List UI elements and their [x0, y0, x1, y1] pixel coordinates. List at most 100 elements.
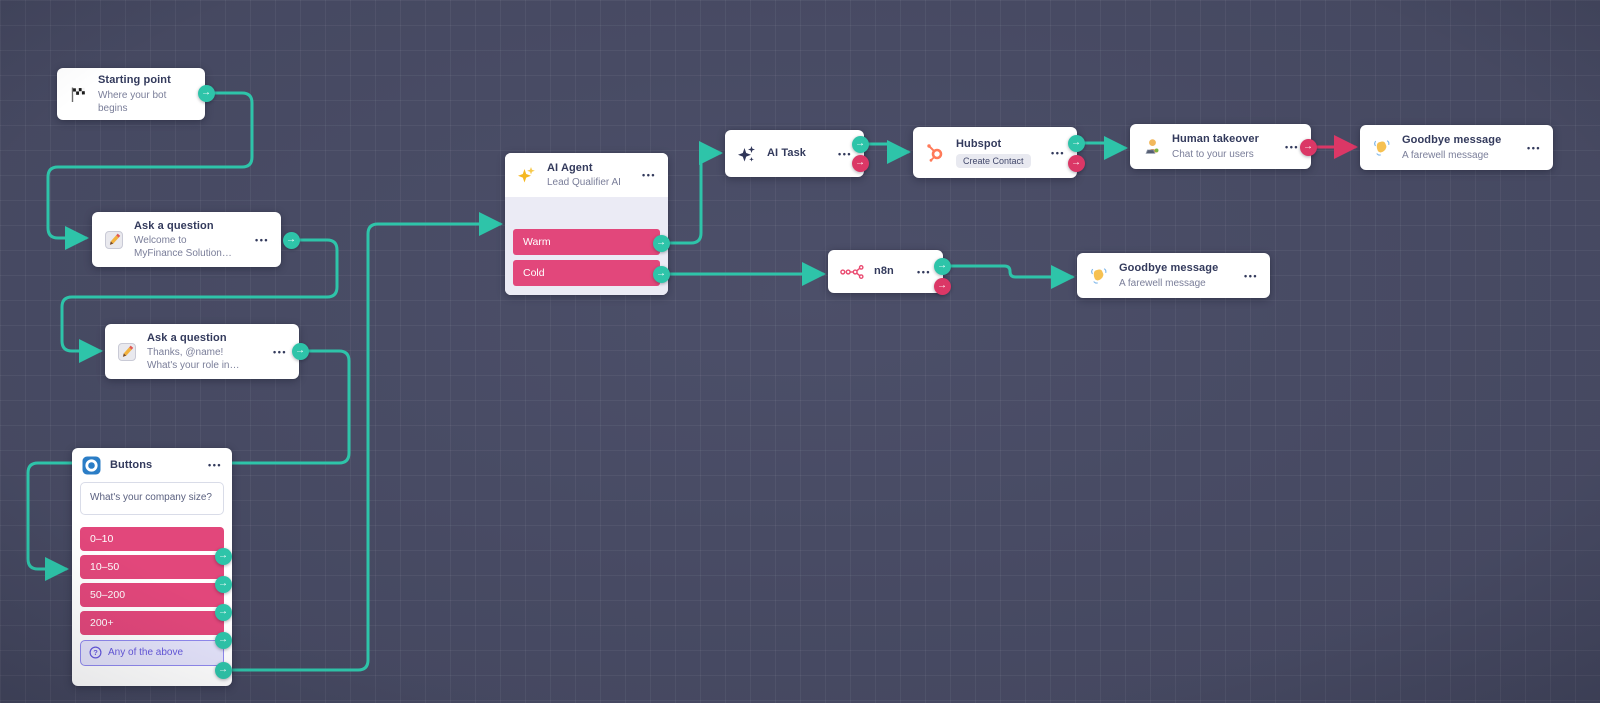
node-menu-button[interactable]: ••• [838, 148, 852, 159]
agent-output-row[interactable]: Warm [513, 229, 660, 256]
node-menu-button[interactable]: ••• [1244, 270, 1258, 281]
node-content: Goodbye message A farewell message ••• [1077, 253, 1270, 298]
node-header: Buttons ••• [80, 448, 224, 482]
choice-list: 0–10 10–50 50–200 200+ [80, 526, 224, 635]
node-menu-button[interactable]: ••• [255, 234, 269, 245]
output-port[interactable]: → [214, 661, 232, 679]
output-port[interactable]: → [214, 603, 232, 621]
choice-button[interactable]: 50–200 [80, 582, 224, 607]
output-port[interactable]: → [1067, 154, 1085, 172]
node-title: Ask a question [134, 219, 214, 232]
output-port[interactable]: → [1067, 134, 1085, 152]
n8n-icon [840, 264, 864, 280]
output-port[interactable]: → [851, 135, 869, 153]
node-menu-button[interactable]: ••• [273, 346, 287, 357]
output-port[interactable]: → [214, 547, 232, 565]
node-goodbye2[interactable]: Goodbye message A farewell message ••• [1077, 253, 1270, 298]
sparkles-icon [517, 165, 537, 185]
node-subtitle: Where your bot begins [98, 89, 167, 114]
node-content: n8n ••• [828, 250, 943, 293]
node-title: Starting point [98, 74, 171, 87]
node-menu-button[interactable]: ••• [642, 170, 656, 181]
goodbye-icon [1372, 138, 1392, 158]
output-port[interactable]: → [214, 631, 232, 649]
choice-button[interactable]: 10–50 [80, 554, 224, 579]
output-port[interactable]: → [214, 575, 232, 593]
node-subtitle: Chat to your users [1172, 148, 1254, 160]
node-menu-button[interactable]: ••• [1051, 147, 1065, 158]
choice-button[interactable]: 200+ [80, 610, 224, 635]
output-port[interactable]: → [933, 277, 951, 295]
action-badge: Create Contact [956, 154, 1031, 169]
memo-icon [104, 230, 124, 250]
node-buttons[interactable]: Buttons ••• What's your company size? 0–10 1… [72, 448, 232, 686]
node-n8n[interactable]: n8n ••• [828, 250, 943, 293]
node-title: Human takeover [1172, 133, 1259, 146]
output-port[interactable]: → [652, 265, 670, 283]
node-text: n8n [874, 264, 894, 278]
node-ai_task[interactable]: AI Task ••• [725, 130, 864, 177]
node-subtitle: Thanks, @name! What's your role in… [147, 347, 240, 372]
choice-button[interactable]: 0–10 [80, 526, 224, 551]
output-port[interactable]: → [197, 84, 215, 102]
output-port[interactable]: → [291, 342, 309, 360]
any-button-label: Any of the above [108, 647, 184, 658]
node-subtitle: A farewell message [1119, 277, 1206, 289]
output-port[interactable]: → [851, 154, 869, 172]
human-icon [1142, 137, 1162, 157]
output-port[interactable]: → [282, 231, 300, 249]
node-menu-button[interactable]: ••• [208, 460, 222, 470]
output-port[interactable]: → [1299, 138, 1317, 156]
flag-icon [69, 85, 88, 104]
node-content: AI Task ••• [725, 130, 864, 177]
output-port[interactable]: → [652, 234, 670, 252]
buttons-icon [82, 456, 101, 475]
node-title: Ask a question [147, 331, 227, 344]
node-title: n8n [874, 265, 894, 278]
node-menu-button[interactable]: ••• [1527, 142, 1541, 153]
output-port[interactable]: → [933, 257, 951, 275]
any-of-the-above-button[interactable]: ? Any of the above [80, 639, 224, 666]
node-text: AI Task [767, 146, 806, 160]
ai-task-icon [737, 144, 757, 164]
edge-connection [866, 140, 911, 164]
agent-output-row[interactable]: Cold [513, 260, 660, 287]
node-title: Goodbye message [1402, 134, 1502, 147]
edge-connection [1082, 136, 1128, 160]
hubspot-icon [925, 142, 946, 163]
node-menu-button[interactable]: ••• [917, 266, 931, 277]
svg-text:?: ? [93, 648, 98, 657]
node-subtitle: Welcome to MyFinance Solution… [134, 235, 232, 260]
node-title: Buttons [110, 458, 153, 471]
node-title: Hubspot [956, 137, 1002, 150]
node-menu-button[interactable]: ••• [1285, 141, 1299, 152]
edge-connection [229, 212, 503, 672]
edge-connection [667, 141, 723, 245]
question-input[interactable]: What's your company size? [80, 482, 224, 515]
edge-connection [948, 264, 1075, 289]
node-title: Goodbye message [1119, 262, 1219, 275]
goodbye-icon [1089, 266, 1109, 286]
memo-icon [117, 342, 137, 362]
